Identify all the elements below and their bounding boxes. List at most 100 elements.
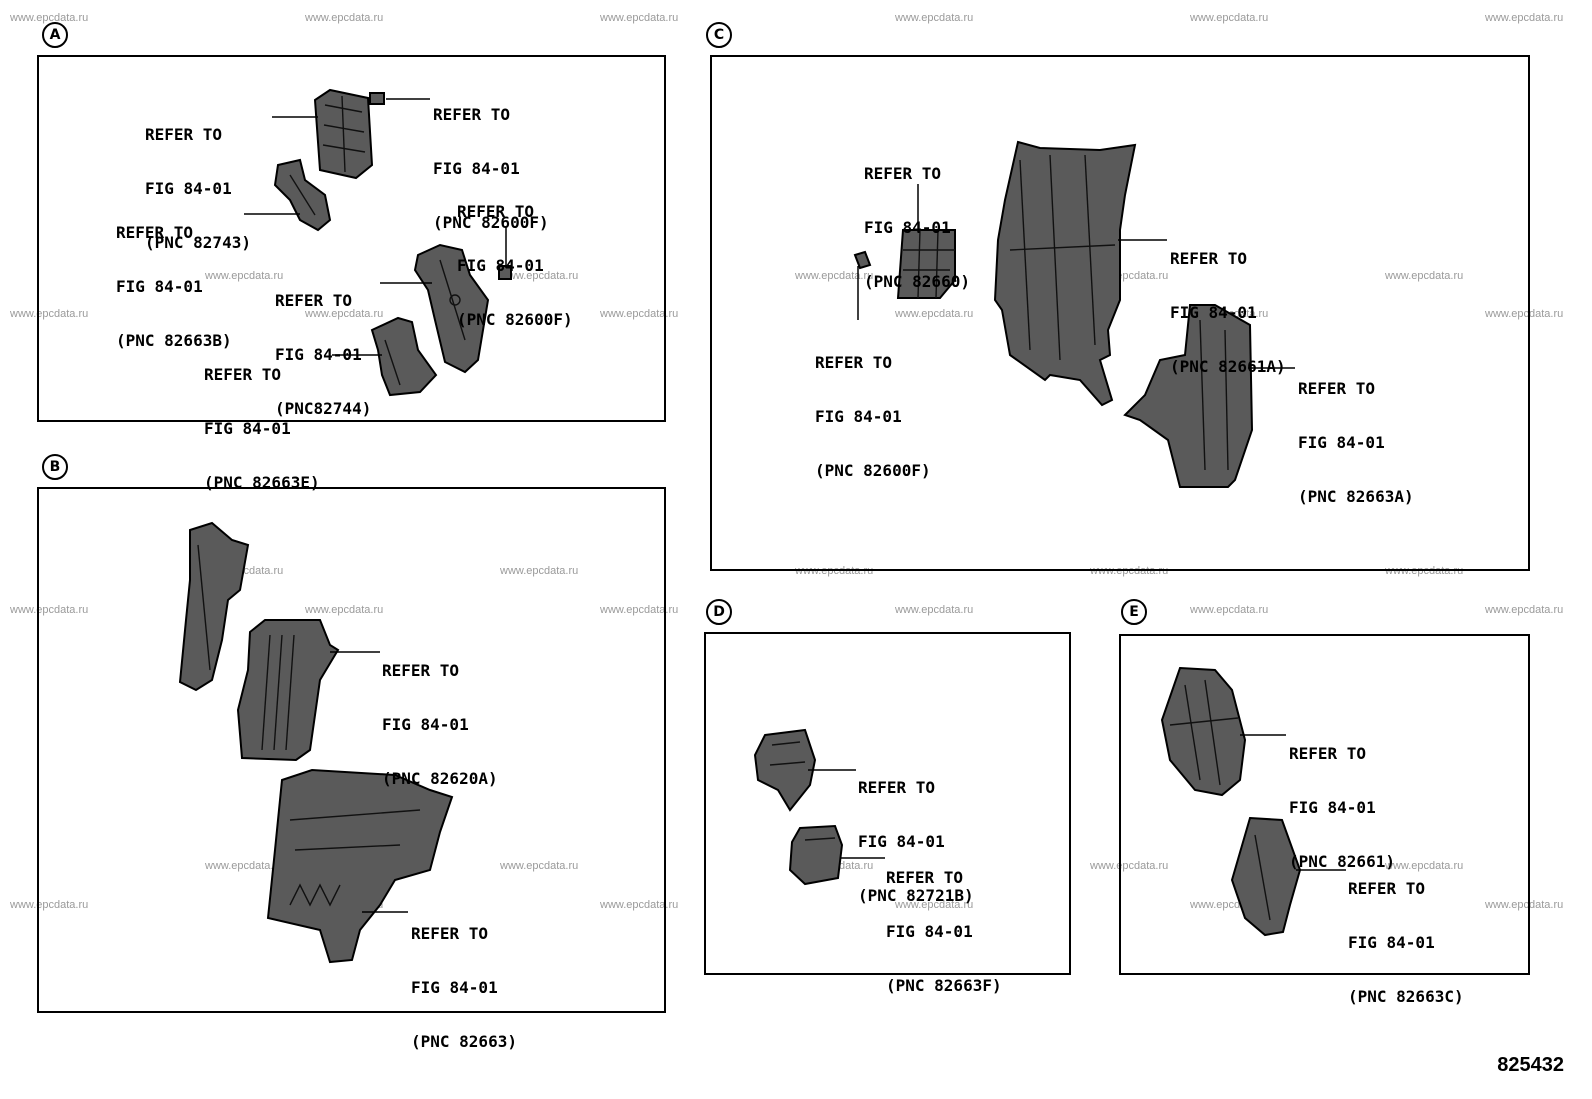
part-bracket-upper-b: [178, 521, 250, 692]
part-fuse-block-82661: [1160, 666, 1247, 797]
panel-e: [1119, 634, 1530, 975]
callout-pnc: (PNC 82661): [1289, 852, 1395, 871]
watermark-text: www.epcdata.ru: [1485, 604, 1564, 616]
callout-refer-to: REFER TO: [864, 164, 942, 183]
callout-pnc: (PNC 82600F): [433, 213, 549, 232]
callout-fig: FIG 84-01: [1170, 303, 1257, 322]
watermark-text: www.epcdata.ru: [600, 899, 679, 911]
callout-fig: FIG 84-01: [457, 256, 544, 275]
panel-a-badge: A: [42, 22, 68, 48]
watermark-text: www.epcdata.ru: [600, 12, 679, 24]
watermark-text: www.epcdata.ru: [600, 308, 679, 320]
callout-82661a: REFER TO FIG 84-01 (PNC 82661A): [1170, 214, 1286, 394]
part-box-82663: [266, 768, 454, 964]
callout-pnc: (PNC 82661A): [1170, 357, 1286, 376]
callout-refer-to: REFER TO: [815, 353, 893, 372]
part-relay-82721b: [753, 728, 817, 812]
watermark-text: www.epcdata.ru: [10, 604, 89, 616]
callout-82661: REFER TO FIG 84-01 (PNC 82661): [1289, 709, 1395, 889]
callout-refer-to: REFER TO: [1289, 744, 1367, 763]
watermark-text: www.epcdata.ru: [10, 12, 89, 24]
part-cover-82663f: [788, 824, 844, 886]
panel-c: [710, 55, 1530, 571]
watermark-text: www.epcdata.ru: [305, 308, 384, 320]
callout-82663a: REFER TO FIG 84-01 (PNC 82663A): [1298, 344, 1414, 524]
callout-refer-to: REFER TO: [411, 924, 489, 943]
part-relay-block-82620a: [236, 619, 340, 762]
callout-refer-to: REFER TO: [204, 365, 282, 384]
callout-82721b: REFER TO FIG 84-01 (PNC 82721B): [858, 743, 974, 923]
watermark-text: www.epcdata.ru: [10, 899, 89, 911]
callout-fig: FIG 84-01: [1348, 933, 1435, 952]
watermark-text: www.epcdata.ru: [1485, 308, 1564, 320]
callout-pnc: (PNC 82663E): [204, 473, 320, 492]
panel-c-badge: C: [706, 22, 732, 48]
diagram-number: 825432: [1497, 1054, 1564, 1076]
callout-fig: FIG 84-01: [433, 159, 520, 178]
watermark-text: www.epcdata.ru: [1485, 12, 1564, 24]
callout-fig: FIG 84-01: [275, 345, 362, 364]
callout-refer-to: REFER TO: [1170, 249, 1248, 268]
watermark-text: www.epcdata.ru: [1090, 565, 1169, 577]
watermark-text: www.epcdata.ru: [795, 565, 874, 577]
callout-fig: FIG 84-01: [858, 832, 945, 851]
callout-fig: FIG 84-01: [864, 218, 951, 237]
part-bracket-82744: [413, 243, 490, 374]
part-fuse-box-82661a: [993, 140, 1137, 407]
panel-b: [37, 487, 666, 1013]
watermark-text: www.epcdata.ru: [1385, 565, 1464, 577]
watermark-text: www.epcdata.ru: [205, 860, 284, 872]
panel-a: [37, 55, 666, 422]
part-relay-block-82743: [313, 88, 374, 180]
watermark-text: www.epcdata.ru: [500, 270, 579, 282]
part-cover-82663c: [1230, 816, 1302, 937]
callout-pnc: (PNC 82600F): [457, 310, 573, 329]
watermark-text: www.epcdata.ru: [500, 860, 579, 872]
callout-pnc: (PNC 82620A): [382, 769, 498, 788]
watermark-text: www.epcdata.ru: [895, 604, 974, 616]
callout-fig: FIG 84-01: [886, 922, 973, 941]
panel-e-badge: E: [1121, 599, 1147, 625]
callout-refer-to: REFER TO: [275, 291, 353, 310]
callout-82600f-top: REFER TO FIG 84-01 (PNC 82600F): [433, 70, 549, 250]
callout-fig: FIG 84-01: [411, 978, 498, 997]
callout-fig: FIG 84-01: [145, 179, 232, 198]
callout-refer-to: REFER TO: [457, 202, 535, 221]
callout-82660: REFER TO FIG 84-01 (PNC 82660): [864, 129, 970, 309]
part-bracket-82663b: [273, 158, 332, 232]
panel-d-badge: D: [706, 599, 732, 625]
callout-82663: REFER TO FIG 84-01 (PNC 82663): [411, 889, 517, 1069]
callout-pnc: (PNC 82663A): [1298, 487, 1414, 506]
part-small-connector-c: [853, 250, 872, 270]
callout-82744: REFER TO FIG 84-01 (PNC82744): [275, 256, 371, 436]
callout-82663c: REFER TO FIG 84-01 (PNC 82663C): [1348, 844, 1464, 1024]
panel-b-badge: B: [42, 454, 68, 480]
part-cover-82663a: [1123, 304, 1254, 488]
callout-refer-to: REFER TO: [116, 223, 194, 242]
callout-refer-to: REFER TO: [382, 661, 460, 680]
callout-pnc: (PNC 82663): [411, 1032, 517, 1051]
callout-pnc: (PNC 82743): [145, 233, 251, 252]
watermark-text: www.epcdata.ru: [795, 270, 874, 282]
callout-pnc: (PNC 82663C): [1348, 987, 1464, 1006]
part-relay-82660: [896, 229, 956, 299]
callout-fig: FIG 84-01: [204, 419, 291, 438]
callout-82743: REFER TO FIG 84-01 (PNC 82743): [145, 90, 251, 270]
part-connector-82600f-lower: [498, 265, 512, 280]
callout-pnc: (PNC 82721B): [858, 886, 974, 905]
watermark-text: www.epcdata.ru: [600, 604, 679, 616]
watermark-text: www.epcdata.ru: [1090, 860, 1169, 872]
watermark-text: www.epcdata.ru: [500, 565, 579, 577]
callout-82600f-c: REFER TO FIG 84-01 (PNC 82600F): [815, 318, 931, 498]
callout-pnc: (PNC 82663F): [886, 976, 1002, 995]
watermark-text: www.epcdata.ru: [305, 604, 384, 616]
part-small-connector-82600f: [369, 92, 385, 105]
callout-fig: FIG 84-01: [1289, 798, 1376, 817]
watermark-text: www.epcdata.ru: [305, 12, 384, 24]
callout-refer-to: REFER TO: [1348, 879, 1426, 898]
callout-82600f-right: REFER TO FIG 84-01 (PNC 82600F): [457, 167, 573, 347]
callout-refer-to: REFER TO: [886, 868, 964, 887]
callout-fig: FIG 84-01: [1298, 433, 1385, 452]
callout-refer-to: REFER TO: [1298, 379, 1376, 398]
